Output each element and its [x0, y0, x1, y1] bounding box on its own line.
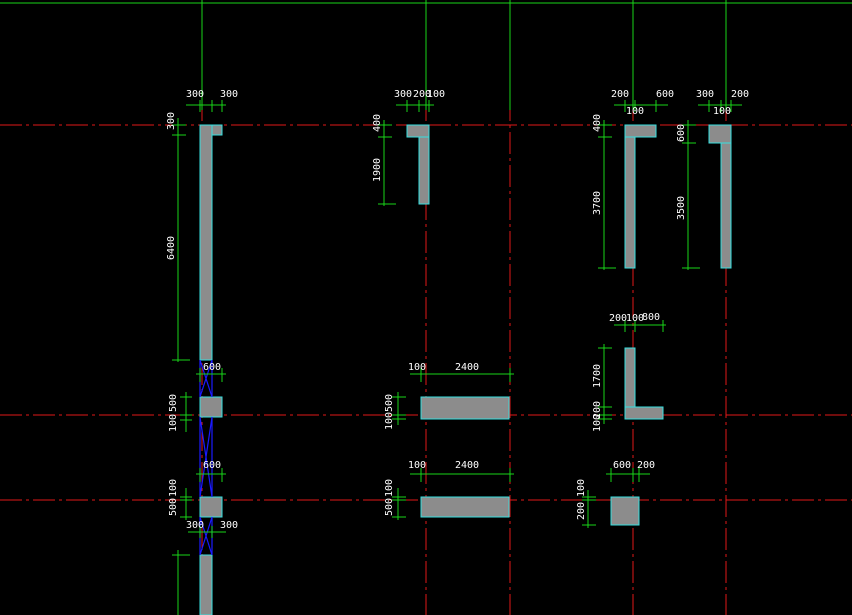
wall-segment[interactable]: [420, 496, 510, 518]
dim-label: 600: [676, 124, 687, 142]
wall-segment[interactable]: [418, 136, 430, 205]
dim-label: 600: [203, 460, 221, 471]
wall-segment[interactable]: [211, 124, 223, 136]
dim-label: 200: [413, 89, 431, 100]
wall-segment[interactable]: [720, 142, 732, 269]
wall-segment[interactable]: [624, 347, 636, 408]
dim-label: 200: [637, 460, 655, 471]
dim-label: 100: [384, 412, 395, 430]
dim-label: 300: [166, 112, 177, 130]
dim-label: 2400: [455, 362, 479, 373]
dim-label: 600: [203, 362, 221, 373]
dim-label: 300: [220, 89, 238, 100]
wall-segment[interactable]: [610, 496, 640, 526]
dimension-lines: [172, 100, 226, 615]
dim-label: 800: [642, 312, 660, 323]
dim-label: 200: [592, 401, 603, 419]
dim-label: 1900: [372, 158, 383, 182]
wall-group-3: 200 600 100 400 3700 300 200 100 600 350…: [576, 89, 749, 528]
wall-segment[interactable]: [420, 396, 510, 420]
wall-segment[interactable]: [624, 406, 664, 420]
wall-segment[interactable]: [199, 496, 223, 518]
dim-label: 3700: [592, 191, 603, 215]
wall-segment[interactable]: [199, 124, 213, 361]
wall-segment[interactable]: [199, 554, 213, 615]
dim-label: 1700: [592, 364, 603, 388]
dim-label: 100: [713, 106, 731, 117]
dim-label: 200: [731, 89, 749, 100]
wall-group-2: 300 200 100 400 1900 100 2400 100 500 10…: [372, 89, 514, 520]
wall-group-1: 300 300 300 6400 600 100 500 600 500 100…: [166, 89, 238, 615]
dim-label: 500: [384, 394, 395, 412]
dim-label: 100: [408, 460, 426, 471]
dim-label: 300: [394, 89, 412, 100]
dim-label: 200: [609, 313, 627, 324]
dim-label: 100: [626, 313, 644, 324]
dim-label: 100: [168, 414, 179, 432]
dim-label: 100: [576, 479, 587, 497]
dim-label: 500: [384, 498, 395, 516]
dim-label: 3500: [676, 196, 687, 220]
dim-label: 200: [576, 502, 587, 520]
dim-label: 100: [408, 362, 426, 373]
dim-label: 600: [656, 89, 674, 100]
brace-lines: [199, 359, 213, 398]
dim-label: 500: [168, 394, 179, 412]
dim-label: 400: [592, 114, 603, 132]
dim-label: 500: [168, 498, 179, 516]
dim-label: 300: [220, 520, 238, 531]
brace-lines: [199, 416, 213, 498]
dim-label: 100: [384, 479, 395, 497]
dim-label: 100: [427, 89, 445, 100]
dim-label: 100: [626, 106, 644, 117]
dim-label: 6400: [166, 236, 177, 260]
dim-label: 100: [168, 479, 179, 497]
dim-label: 300: [186, 520, 204, 531]
dim-label: 200: [611, 89, 629, 100]
dim-label: 400: [372, 114, 383, 132]
dimension-lines: [378, 100, 514, 520]
wall-segment[interactable]: [406, 124, 430, 138]
dim-label: 2400: [455, 460, 479, 471]
wall-segment[interactable]: [624, 136, 636, 269]
wall-segment[interactable]: [199, 396, 223, 418]
dim-label: 600: [613, 460, 631, 471]
brace-lines: [199, 516, 213, 556]
wall-segment[interactable]: [708, 124, 732, 144]
dim-label: 300: [186, 89, 204, 100]
dim-label: 300: [696, 89, 714, 100]
wall-segment[interactable]: [624, 124, 657, 138]
dim-label: 100: [592, 414, 603, 432]
dimension-lines: [582, 100, 742, 528]
